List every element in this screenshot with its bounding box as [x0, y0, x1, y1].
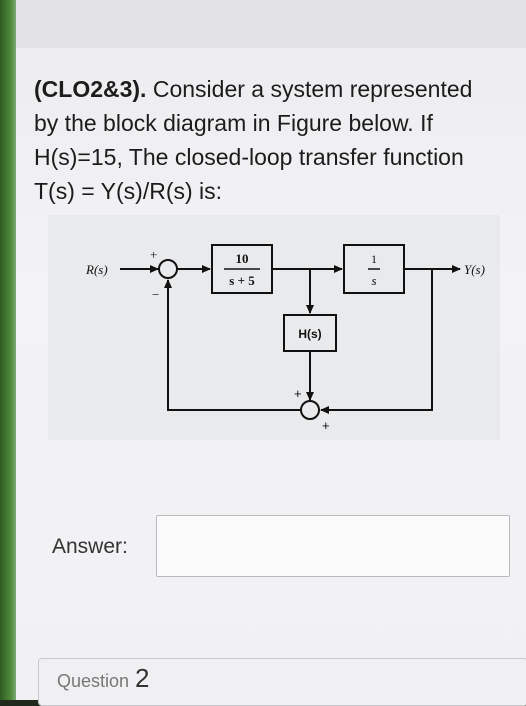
summing-junction-1	[158, 259, 178, 279]
answer-label: Answer:	[52, 535, 128, 558]
output-label: Y(s)	[464, 262, 485, 277]
sum2-plus-right: +	[322, 418, 330, 433]
answer-input[interactable]	[156, 515, 510, 577]
h-block-label: H(s)	[298, 327, 321, 341]
block2-numerator: 1	[371, 252, 377, 266]
block2-denominator: s	[371, 273, 376, 288]
question-tag: (CLO2&3).	[34, 76, 147, 102]
next-question-label: Question	[57, 671, 130, 691]
block-diagram: R(s) Y(s) + − 10 s + 5 1 s H(s) + +	[85, 244, 485, 433]
sum1-minus-sign: −	[152, 287, 159, 302]
block-diagram-figure: R(s) Y(s) + − 10 s + 5 1 s H(s) + +	[48, 215, 500, 440]
input-label: R(s)	[85, 262, 108, 277]
summing-junction-2	[300, 400, 320, 420]
question-text: (CLO2&3). Consider a system represented …	[34, 72, 494, 208]
block1-denominator: s + 5	[229, 273, 255, 288]
screen-edge	[0, 0, 18, 700]
next-question-number: 2	[135, 663, 150, 693]
sum2-plus-top: +	[294, 386, 302, 401]
card-header-band	[16, 0, 526, 48]
block1-numerator: 10	[236, 251, 249, 266]
sum2-feedback-path	[167, 290, 301, 411]
question-body: Consider a system represented by the blo…	[34, 76, 473, 204]
sum1-plus-sign: +	[150, 247, 157, 262]
next-question-card[interactable]: Question 2	[38, 658, 526, 706]
output-feedback-path	[321, 269, 433, 411]
